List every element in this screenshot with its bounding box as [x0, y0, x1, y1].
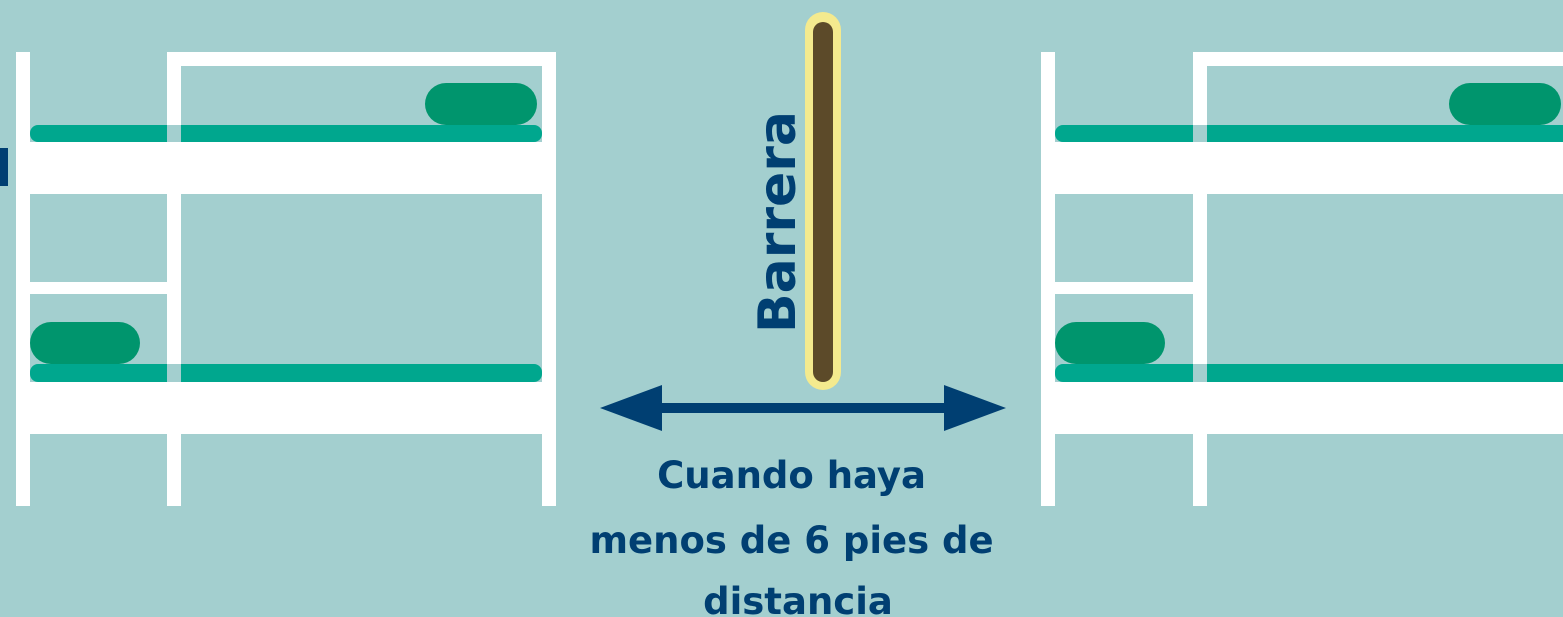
barrier	[805, 12, 841, 390]
ladder-rung	[16, 282, 181, 294]
upper-bunk-base	[1041, 142, 1563, 194]
upper-mattress-divider	[167, 125, 181, 142]
lower-mattress-divider	[1193, 364, 1207, 382]
lower-pillow	[1055, 322, 1165, 364]
bed-post-left-outer	[1041, 52, 1055, 506]
caption-line-1: Cuando haya	[657, 454, 926, 497]
lower-mattress	[30, 364, 542, 382]
bunk-bed-left	[16, 52, 556, 506]
arrow-shaft	[655, 403, 955, 413]
left-edge-label-fragment	[0, 148, 8, 186]
upper-mattress	[1055, 125, 1563, 142]
upper-bunk-base	[16, 142, 556, 194]
caption-line-2: menos de 6 pies de	[589, 519, 993, 562]
bed-post-right	[542, 52, 556, 506]
bed-post-left-inner	[167, 52, 181, 506]
arrow-head-left	[600, 385, 662, 431]
distance-arrow	[600, 385, 1006, 431]
caption-line-3: distancia	[703, 580, 893, 617]
arrow-head-right	[944, 385, 1006, 431]
bed-top-rail	[1193, 52, 1563, 66]
ladder-rung	[1041, 282, 1207, 294]
upper-mattress-divider	[1193, 125, 1207, 142]
bed-post-left-inner	[1193, 52, 1207, 506]
bed-post-left-outer	[16, 52, 30, 506]
lower-bunk-base	[1041, 382, 1563, 434]
barrier-pole	[813, 22, 833, 382]
lower-mattress-divider	[167, 364, 181, 382]
upper-pillow	[1449, 83, 1561, 125]
upper-mattress	[30, 125, 542, 142]
lower-mattress	[1055, 364, 1563, 382]
barrier-label: Barrera	[748, 111, 808, 333]
lower-bunk-base	[16, 382, 556, 434]
bunk-bed-right	[1041, 52, 1563, 506]
distance-caption: Cuando haya menos de 6 pies de distancia	[589, 454, 1006, 617]
bed-top-rail	[167, 52, 556, 66]
upper-pillow	[425, 83, 537, 125]
lower-pillow	[30, 322, 140, 364]
